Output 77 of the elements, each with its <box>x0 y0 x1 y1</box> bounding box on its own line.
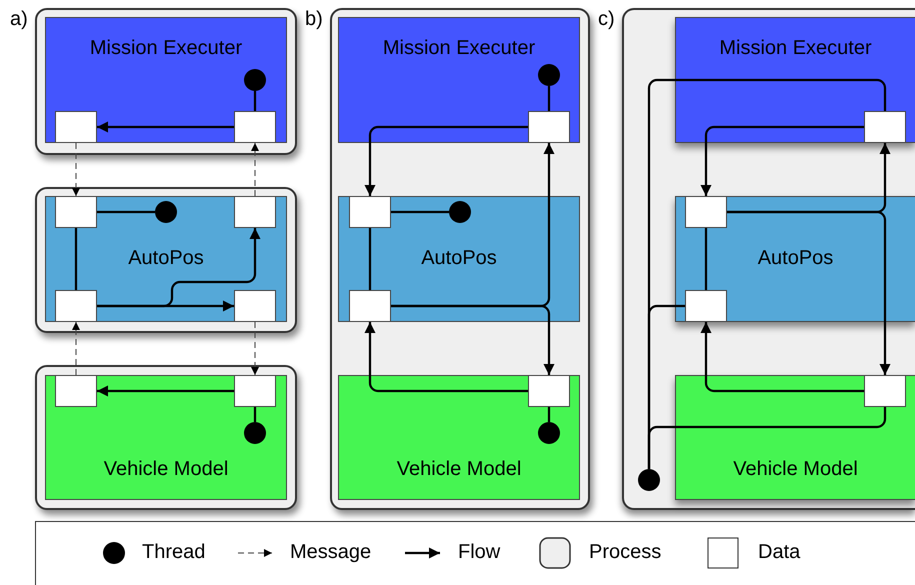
flow-arrow <box>97 228 260 308</box>
module-label: Mission Executer <box>88 37 244 60</box>
panel-label: c) <box>598 8 615 31</box>
message-arrow <box>72 142 80 196</box>
flow-arrow <box>727 210 890 375</box>
data-box <box>55 196 97 228</box>
data-box <box>234 375 276 407</box>
panel-label: a) <box>10 8 28 31</box>
data-box <box>349 196 391 228</box>
process-container <box>35 187 297 333</box>
legend-label: Message <box>290 541 372 564</box>
module-box <box>675 375 915 500</box>
data-box <box>685 290 727 322</box>
module-label: Mission Executer <box>718 37 873 60</box>
data-box <box>685 196 727 228</box>
flow-line <box>548 86 550 111</box>
flow-arrow <box>700 322 864 392</box>
panel-label: b) <box>305 8 323 31</box>
flow-line <box>704 228 708 290</box>
flow-line <box>548 407 550 422</box>
flow-line <box>97 210 155 214</box>
module-box <box>338 17 580 143</box>
message-arrow <box>72 322 80 376</box>
thread-dot <box>244 422 266 444</box>
data-box <box>55 375 97 407</box>
flow-line <box>391 210 449 214</box>
module-box <box>45 17 287 143</box>
flow-arrow <box>97 122 234 132</box>
legend-label: Data <box>758 541 800 564</box>
module-label: Mission Executer <box>382 37 536 60</box>
module-box <box>675 17 915 143</box>
flow-line <box>74 228 78 290</box>
thread-dot <box>538 422 560 444</box>
legend-label: Process <box>589 541 662 564</box>
data-box <box>55 111 97 143</box>
data-box <box>234 111 276 143</box>
flow-arrow <box>364 126 528 196</box>
module-box <box>338 375 580 500</box>
data-box <box>234 290 276 322</box>
process-container <box>35 365 297 510</box>
thread-dot <box>449 201 471 223</box>
module-label: AutoPos <box>127 247 205 270</box>
flow-arrow <box>391 304 554 375</box>
module-box <box>675 196 915 322</box>
flow-arrow <box>97 386 234 396</box>
module-label: Vehicle Model <box>396 458 522 481</box>
data-box <box>528 375 570 407</box>
data-box <box>864 375 906 407</box>
data-box <box>55 290 97 322</box>
flow-arrow <box>700 126 864 196</box>
module-label: AutoPos <box>420 247 498 270</box>
module-box <box>45 196 287 322</box>
message-arrow <box>251 142 259 196</box>
process-container <box>330 8 590 510</box>
module-label: Vehicle Model <box>732 458 859 481</box>
module-box <box>45 375 287 500</box>
flow-line <box>648 407 886 469</box>
data-box <box>864 111 906 143</box>
message-arrow <box>251 322 259 376</box>
process-container <box>622 8 915 510</box>
module-box <box>338 196 580 322</box>
data-box <box>349 290 391 322</box>
thread-dot <box>538 64 560 86</box>
data-box <box>528 111 570 143</box>
legend-label: Thread <box>142 541 206 564</box>
thread-dot <box>244 69 266 91</box>
thread-dot <box>638 469 660 491</box>
module-label: Vehicle Model <box>102 458 230 481</box>
process-container <box>35 8 297 155</box>
flow-line <box>368 228 372 290</box>
flow-arrow <box>364 322 528 392</box>
legend-label: Flow <box>458 541 500 564</box>
module-label: AutoPos <box>756 247 834 270</box>
thread-dot <box>155 201 177 223</box>
data-box <box>234 196 276 228</box>
flow-line <box>254 91 256 111</box>
flow-line <box>254 407 256 422</box>
